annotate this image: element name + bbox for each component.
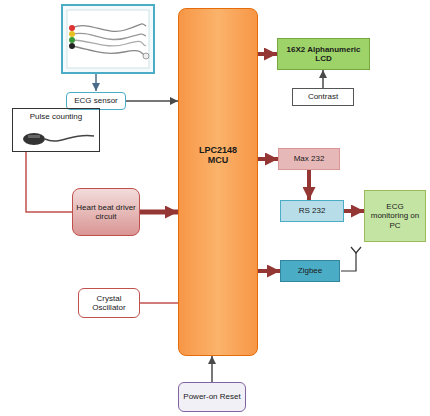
connector-arrow — [258, 52, 277, 56]
zigbee-box: Zigbee — [280, 260, 340, 282]
box-label: Power-on Reset — [183, 392, 240, 401]
mcu-block: LPC2148 MCU — [178, 8, 258, 356]
box-label: RS 232 — [299, 206, 326, 215]
box-label: Heart beat driver circuit — [76, 203, 136, 221]
lcd-box: 16X2 Alphanumeric LCD — [277, 38, 370, 70]
oscillator-box: Crystal Oscillator — [78, 288, 140, 318]
driver-circuit-box: Heart beat driver circuit — [72, 188, 140, 236]
antenna-symbol — [341, 247, 361, 271]
picture-arrow — [95, 74, 97, 91]
pulse-sensor-box: Pulse counting — [12, 108, 100, 152]
connector-arrow — [322, 70, 324, 88]
box-label: ECG sensor — [74, 96, 118, 105]
connector-arrow — [307, 170, 311, 200]
rs232-box: RS 232 — [280, 200, 344, 222]
box-label: Max 232 — [294, 154, 325, 163]
contrast-box: Contrast — [292, 88, 354, 106]
box-label: Pulse counting — [30, 112, 82, 121]
connector-arrow — [126, 100, 178, 102]
connector-arrow — [26, 152, 72, 212]
connector-arrow — [140, 302, 178, 304]
box-label: Crystal Oscillator — [82, 294, 136, 312]
pulse-sensor-picture — [23, 133, 94, 145]
ecg-electrode-picture — [62, 5, 154, 73]
pc-monitor-box: ECG monitoring on PC — [364, 190, 426, 242]
box-label: Zigbee — [298, 266, 322, 275]
box-label: Contrast — [308, 92, 338, 101]
connector-arrow — [344, 209, 364, 213]
connector-arrow — [258, 157, 278, 161]
box-label: LPC2148 MCU — [193, 145, 243, 166]
connector-arrow — [140, 210, 178, 215]
connector-arrow — [258, 269, 280, 273]
box-label: ECG monitoring on PC — [368, 202, 422, 230]
max232-box: Max 232 — [278, 148, 340, 170]
box-label: 16X2 Alphanumeric LCD — [281, 45, 366, 63]
connector-arrow — [211, 356, 213, 382]
reset-box: Power-on Reset — [178, 382, 246, 412]
